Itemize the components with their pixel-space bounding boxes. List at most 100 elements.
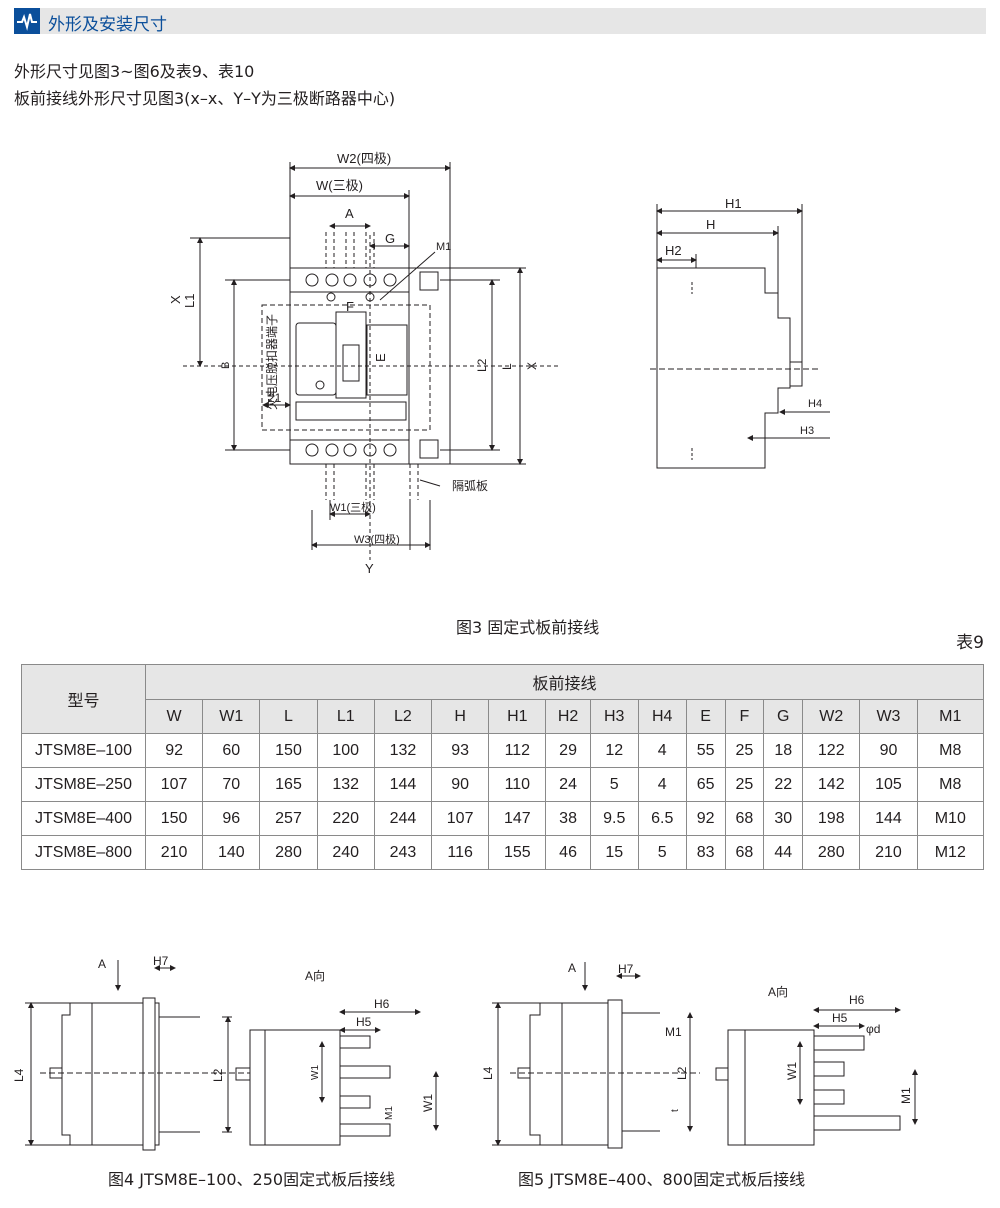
fig4-label-h5: H5 (356, 1015, 372, 1029)
value-cell: 68 (724, 801, 765, 836)
label-l1: L1 (182, 294, 197, 308)
value-cell: 147 (488, 801, 547, 836)
value-cell: 132 (316, 767, 375, 802)
value-cell: 29 (545, 733, 591, 768)
column-header: L (259, 699, 318, 734)
label-w3: W3(四极) (354, 532, 400, 546)
section-title: 外形及安装尺寸 (48, 15, 167, 35)
value-cell: 144 (373, 767, 433, 802)
label-w2: W2(四极) (337, 151, 391, 166)
group-header: 板前接线 (145, 664, 984, 700)
fig5-label-a: A (568, 961, 576, 975)
value-cell: 142 (802, 767, 861, 802)
value-cell: 107 (431, 801, 490, 836)
value-cell: 5 (589, 767, 639, 802)
value-cell: 155 (488, 835, 547, 870)
column-header: F (724, 699, 765, 734)
value-cell: 244 (373, 801, 433, 836)
fig4-label-a-direction: A向 (305, 968, 325, 983)
value-cell: M8 (916, 767, 985, 802)
value-cell: 280 (802, 835, 861, 870)
value-cell: M12 (916, 835, 985, 870)
fig5-label-w1: W1 (785, 1062, 799, 1080)
pulse-icon (14, 8, 40, 34)
value-cell: 55 (685, 733, 726, 768)
label-h1: H1 (725, 196, 742, 211)
figure-3-drawing: W2(四极) W(三极) A G M1 F 21 W1(三极) W3(四极) Y… (168, 151, 830, 576)
fig5-label-h7: H7 (618, 962, 634, 976)
fig4-label-h7: H7 (153, 954, 169, 968)
value-cell: 107 (144, 767, 204, 802)
fig4-label-a: A (98, 957, 106, 971)
value-cell: 18 (763, 733, 804, 768)
value-cell: 44 (763, 835, 804, 870)
value-cell: 22 (763, 767, 804, 802)
label-e: E (373, 353, 388, 362)
column-header: H (431, 699, 490, 734)
model-cell: JTSM8E–400 (21, 801, 146, 836)
figure-5-caption: 图5 JTSM8E–400、800固定式板后接线 (518, 1170, 806, 1189)
value-cell: 198 (802, 801, 861, 836)
label-undervoltage-terminal: 欠电压脱扣器端子 (264, 314, 279, 410)
value-cell: 65 (685, 767, 726, 802)
dimension-table: 型号 板前接线 W W1 L L1 L2 H H1 H2 H3 H4 E F G… (21, 664, 985, 870)
value-cell: 90 (859, 733, 918, 768)
value-cell: 112 (488, 733, 547, 768)
model-cell: JTSM8E–250 (21, 767, 146, 802)
value-cell: 122 (802, 733, 861, 768)
model-cell: JTSM8E–800 (21, 835, 146, 870)
fig5-label-phid: φd (866, 1022, 880, 1036)
fig4-label-w1-b: W1 (421, 1094, 435, 1112)
column-header: E (685, 699, 726, 734)
value-cell: 132 (373, 733, 433, 768)
value-cell: 144 (859, 801, 918, 836)
column-header: H1 (488, 699, 547, 734)
label-g: G (385, 231, 395, 246)
column-header: H2 (545, 699, 591, 734)
value-cell: 150 (144, 801, 204, 836)
label-l: L (500, 363, 514, 370)
label-b: B (220, 362, 232, 369)
label-h4: H4 (808, 398, 822, 410)
fig4-label-l2: L2 (211, 1068, 225, 1082)
label-m1: M1 (436, 241, 451, 253)
value-cell: 15 (589, 835, 639, 870)
value-cell: 60 (202, 733, 261, 768)
label-x-right: X (525, 362, 539, 370)
value-cell: 210 (859, 835, 918, 870)
value-cell: 5 (637, 835, 687, 870)
fig5-label-t: t (670, 1109, 681, 1112)
value-cell: M10 (916, 801, 985, 836)
label-a: A (345, 206, 354, 221)
label-h2: H2 (665, 243, 682, 258)
label-y: Y (365, 561, 374, 576)
value-cell: 25 (724, 767, 765, 802)
column-header: M1 (916, 699, 985, 734)
intro-line-1: 外形尺寸见图3~图6及表9、表10 (14, 62, 255, 81)
value-cell: 96 (202, 801, 261, 836)
table-number: 表9 (956, 633, 984, 653)
column-header: G (763, 699, 804, 734)
fig5-label-l4: L4 (481, 1066, 495, 1080)
value-cell: 9.5 (589, 801, 639, 836)
column-header: W3 (859, 699, 918, 734)
value-cell: 24 (545, 767, 591, 802)
model-header: 型号 (21, 664, 146, 734)
fig5-label-l2: L2 (675, 1066, 689, 1080)
label-l2: L2 (475, 358, 489, 372)
value-cell: 70 (202, 767, 261, 802)
fig5-label-h5: H5 (832, 1011, 848, 1025)
fig4-label-m1: M1 (384, 1106, 395, 1120)
column-header: W (144, 699, 204, 734)
fig5-label-h6: H6 (849, 993, 865, 1007)
value-cell: 100 (316, 733, 375, 768)
fig5-label-a-direction: A向 (768, 984, 788, 999)
value-cell: 38 (545, 801, 591, 836)
label-h3: H3 (800, 425, 814, 437)
value-cell: 6.5 (637, 801, 687, 836)
value-cell: 116 (431, 835, 490, 870)
label-h: H (706, 217, 715, 232)
